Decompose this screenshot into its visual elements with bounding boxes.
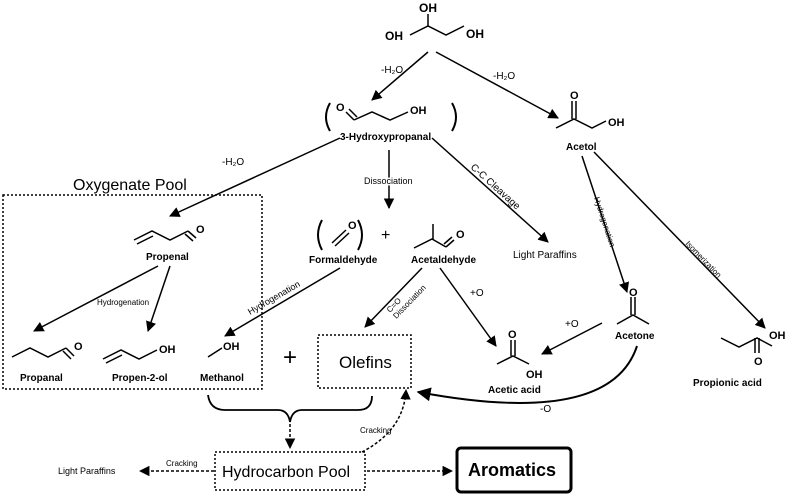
propanal-o: O (74, 341, 83, 353)
acetol-molecule: O OH Acetol (555, 90, 625, 153)
acetic-acid-molecule: O OH Acetic acid (488, 329, 543, 396)
aromatics-label: Aromatics (468, 460, 556, 480)
propionic-acid-o: O (754, 356, 763, 368)
propionic-acid-name: Propionic acid (693, 378, 762, 389)
arrow-cracking-to-olefins (361, 388, 411, 453)
light-paraffins-left: Light Paraffins (58, 466, 116, 476)
glycerol-oh-left: OH (385, 29, 403, 43)
arrow-acetone-to-acetic (541, 322, 603, 355)
arrow-acetone-to-olefins (416, 345, 638, 404)
label-plus-o-acetone: +O (565, 319, 579, 330)
arrow-propenal-to-propanal (33, 265, 159, 332)
label-hydrogenation-formaldehyde: Hydrogenation (246, 279, 302, 317)
plus-sign-big: + (283, 344, 297, 371)
label-isomerization: Isomerization (684, 239, 724, 279)
hydrocarbon-pool-box (214, 451, 366, 491)
propionic-acid-molecule: OH O Propionic acid (693, 330, 786, 389)
propenal-molecule: O Propenal (133, 224, 205, 263)
olefins-label: Olefins (339, 353, 392, 372)
label-minus-o: -O (540, 404, 551, 415)
label-dissociation: Dissociation (364, 176, 413, 186)
acetaldehyde-name: Acetaldehyde (411, 255, 476, 266)
arrow-propenal-to-propen2ol (146, 265, 171, 332)
glycerol-molecule: OH OH OH (385, 1, 484, 43)
hydroxypropanal-oh: OH (410, 105, 427, 117)
arrow-glycerol-to-acetol (435, 51, 559, 119)
label-plus-o-acetaldehyde: +O (470, 288, 484, 299)
methanol-name: Methanol (200, 373, 244, 384)
hydroxypropanal-name: 3-Hydroxypropanal (340, 132, 431, 143)
arrow-cc-cleavage (431, 137, 549, 243)
propen2ol-oh: OH (159, 344, 176, 356)
formaldehyde-name: Formaldehyde (309, 255, 378, 266)
label-minus-h2o-b: -H₂O (493, 71, 515, 82)
propionic-acid-oh: OH (769, 330, 786, 342)
propanal-name: Propanal (20, 373, 63, 384)
methanol-molecule: OH Methanol (200, 341, 244, 384)
propenal-o: O (196, 224, 205, 236)
arrow-acetaldehyde-to-olefins (364, 267, 423, 328)
acetaldehyde-o: O (456, 229, 465, 241)
label-minus-h2o-c: -H₂O (222, 157, 244, 168)
merge-brace (207, 394, 373, 423)
label-hydrogenation-propenal: Hydrogenation (97, 298, 149, 307)
label-hydrogenation-acetol: Hydrogenation (592, 196, 617, 248)
propen2ol-name: Propen-2-ol (112, 373, 168, 384)
label-cracking-olefins: Cracking (360, 426, 392, 435)
hydrocarbon-pool-label: Hydrocarbon Pool (222, 464, 350, 481)
acetic-acid-o: O (508, 329, 517, 341)
label-minus-h2o-a: -H₂O (381, 65, 403, 76)
arrow-formaldehyde-to-methanol (224, 267, 341, 337)
acetol-o: O (570, 90, 579, 102)
arrow-acetol-to-propionic (593, 151, 766, 329)
arrow-acetol-to-acetone (581, 155, 630, 293)
propen2ol-molecule: OH Propen-2-ol (102, 344, 176, 384)
formaldehyde-molecule: O Formaldehyde (309, 219, 378, 266)
plus-sign-small: + (381, 227, 390, 244)
arrow-hydroxypropanal-to-propenal (169, 137, 341, 217)
acetone-o: O (629, 287, 638, 299)
label-cracking-left: Cracking (166, 459, 198, 468)
aromatics-box (455, 446, 573, 494)
propanal-molecule: O Propanal (11, 341, 83, 384)
propenal-name: Propenal (146, 252, 189, 263)
acetone-molecule: O Acetone (615, 287, 655, 342)
acetaldehyde-molecule: O Acetaldehyde (411, 224, 476, 266)
methanol-oh: OH (223, 341, 240, 353)
hydroxypropanal-molecule: O OH 3-Hydroxypropanal (325, 102, 457, 143)
glycerol-oh-right: OH (466, 27, 484, 41)
acetic-acid-name: Acetic acid (488, 385, 541, 396)
oxygenate-pool-box (2, 194, 263, 390)
acetone-name: Acetone (615, 331, 655, 342)
label-cc-cleavage: C-C Cleavage (468, 162, 522, 212)
hydroxypropanal-o: O (336, 102, 345, 114)
formaldehyde-o: O (348, 220, 357, 232)
olefins-box (317, 334, 412, 389)
arrow-glycerol-to-hydroxypropanal (371, 51, 429, 101)
light-paraffins-mid: Light Paraffins (513, 250, 577, 261)
acetic-acid-oh: OH (526, 369, 543, 381)
acetol-oh: OH (608, 117, 625, 129)
oxygenate-pool-title: Oxygenate Pool (73, 177, 187, 194)
glycerol-oh-top: OH (419, 1, 437, 15)
acetol-name: Acetol (566, 142, 597, 153)
arrow-acetaldehyde-to-acetic (439, 267, 497, 347)
